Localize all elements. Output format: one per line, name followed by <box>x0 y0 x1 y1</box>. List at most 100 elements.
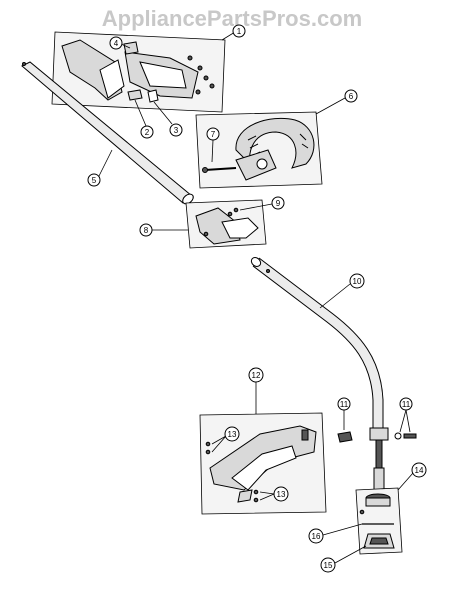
callout-label: 11 <box>340 400 349 409</box>
callout-11-right <box>399 397 413 411</box>
callout-label: 8 <box>144 226 149 235</box>
leader-line <box>239 203 273 211</box>
tube-end <box>182 193 194 205</box>
callout-label: 11 <box>402 400 411 409</box>
aux-handle-clamp <box>235 149 277 181</box>
coupler-group: 8 9 <box>139 196 285 249</box>
callout-label: 16 <box>312 532 321 541</box>
motor-housing-inner <box>231 445 297 491</box>
callout-label: 5 <box>92 176 97 185</box>
leader-line <box>259 493 275 501</box>
trimmer-head-group: 14 16 15 <box>308 462 427 573</box>
bolt-head <box>202 167 208 173</box>
leader-line <box>315 97 346 115</box>
shaft-coupler <box>373 467 385 491</box>
callout-16 <box>308 528 324 544</box>
screw <box>195 89 201 95</box>
callout-label: 1 <box>237 27 242 36</box>
switch-part <box>127 89 143 101</box>
screw <box>253 489 259 495</box>
watermark: AppliancePartsPros.com <box>102 6 362 31</box>
aux-handle-group: 6 7 <box>195 89 358 189</box>
screw <box>227 211 233 217</box>
leader-line <box>221 31 236 41</box>
screw <box>359 509 365 515</box>
leader-line <box>211 139 214 163</box>
motor-housing-group: 12 13 13 <box>199 367 327 515</box>
callout-label: 6 <box>349 92 354 101</box>
shaft-hole <box>266 269 270 273</box>
spool-body <box>365 497 391 507</box>
callout-7 <box>206 127 220 141</box>
drive-shaft-end <box>375 439 383 471</box>
callout-label: 13 <box>277 490 286 499</box>
leader-line <box>397 472 414 491</box>
leader-line <box>405 409 411 433</box>
callout-1 <box>232 24 246 38</box>
lower-shaft-tube <box>253 258 383 430</box>
housing-slot <box>301 429 309 441</box>
callout-13-lower <box>273 486 289 502</box>
screw <box>209 83 215 89</box>
coupler-knob <box>221 217 259 239</box>
leader-line <box>211 435 227 445</box>
callout-9 <box>271 196 285 210</box>
callout-3 <box>169 123 183 137</box>
handle-trigger-shell <box>99 59 125 99</box>
trigger-spring-part <box>147 89 159 103</box>
screw <box>205 449 211 455</box>
shaft-clamp-group: 11 11 <box>337 397 417 491</box>
callout-11-left <box>337 397 351 411</box>
screw <box>205 441 211 447</box>
callout-10 <box>349 273 365 289</box>
leader-line <box>399 409 407 433</box>
washer <box>394 432 402 440</box>
clamp-bolt-left <box>337 431 353 443</box>
callout-6 <box>344 89 358 103</box>
callout-4 <box>109 36 123 50</box>
shaft-clamp <box>369 427 389 441</box>
leader-line <box>211 435 227 453</box>
callout-label: 15 <box>324 561 333 570</box>
callout-label: 12 <box>252 371 261 380</box>
callout-12 <box>248 367 264 383</box>
leader-line <box>334 545 367 564</box>
clamp-hole <box>256 158 268 170</box>
aux-handle-grip <box>235 117 315 169</box>
callout-label: 10 <box>353 277 362 286</box>
leader-line <box>98 149 113 177</box>
callout-label: 2 <box>145 128 150 137</box>
callout-5 <box>87 173 101 187</box>
screw <box>233 207 239 213</box>
clamp-bolt <box>204 167 237 171</box>
callout-2 <box>140 125 154 139</box>
callout-label: 14 <box>415 466 424 475</box>
callout-8 <box>139 223 153 237</box>
switch-lever-part <box>123 41 139 55</box>
leader-line <box>120 43 131 49</box>
upper-tube-group: 5 <box>21 61 194 205</box>
screw <box>203 75 209 81</box>
lower-shaft-group: 10 <box>250 257 384 430</box>
callout-14 <box>411 462 427 478</box>
handle-inner-ribs <box>139 61 187 89</box>
leader-line <box>259 491 275 495</box>
screw <box>197 65 203 71</box>
leader-line <box>322 523 363 536</box>
screw <box>187 55 193 61</box>
shaft-end <box>250 257 262 267</box>
callout-15 <box>320 557 336 573</box>
screw <box>253 497 259 503</box>
leader-line <box>319 283 351 309</box>
callout-label: 3 <box>174 126 179 135</box>
housing-latch <box>237 489 253 503</box>
spool-cap-ridge <box>369 537 389 545</box>
callout-13-upper <box>224 426 240 442</box>
callout-label: 7 <box>211 130 216 139</box>
clamp-screw-right <box>403 433 417 439</box>
tube-pin <box>22 62 26 66</box>
screw <box>203 231 209 237</box>
callout-label: 4 <box>114 39 119 48</box>
callout-label: 9 <box>276 199 281 208</box>
